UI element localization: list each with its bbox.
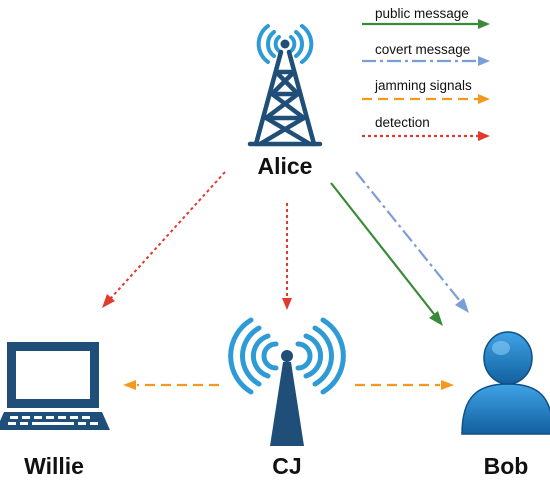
user-icon [461,331,550,435]
detection-arrow-alice-willie [102,171,226,308]
jamming-arrow-cj-bob [355,380,454,390]
detection-arrow-alice-cj [282,203,292,310]
legend-detection-label: detection [375,115,430,130]
legend-public-label: public message [375,6,469,21]
covert-message-arrow-alice-bob [355,171,469,313]
legend: public message covert message jamming si… [362,6,490,141]
antenna-icon [228,317,346,446]
laptop-icon [0,342,110,430]
legend-detection-line [362,131,490,141]
alice-label: Alice [258,153,313,179]
legend-covert-line [362,56,490,66]
legend-covert-label: covert message [375,42,470,57]
legend-public-line [362,19,490,29]
legend-jamming-label: jamming signals [374,78,472,93]
jamming-arrow-cj-willie [123,380,219,390]
willie-node: Willie [0,342,110,479]
legend-jamming-line [362,94,490,104]
cj-label: CJ [272,453,301,479]
alice-node: Alice [247,24,323,179]
bob-node: Bob [461,331,550,479]
willie-label: Willie [24,453,84,479]
bob-label: Bob [484,453,529,479]
transmission-tower-icon [247,24,323,147]
cj-node: CJ [228,317,346,479]
public-message-arrow-alice-bob [330,182,443,326]
